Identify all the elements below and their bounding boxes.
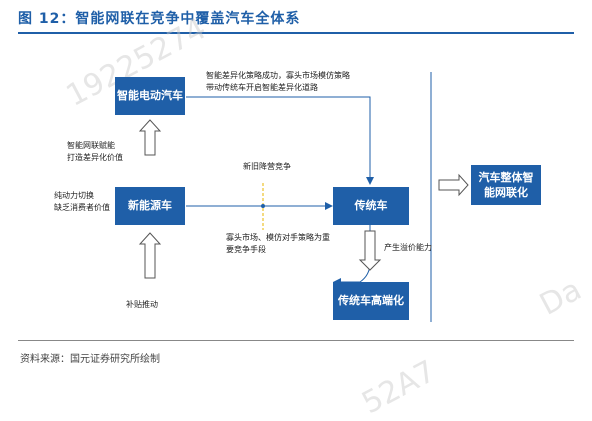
label-power-line2: 缺乏消费者价值	[54, 203, 110, 212]
label-subsidy: 补贴推动	[126, 300, 158, 309]
title-divider	[18, 32, 574, 34]
connector-ev-to-traditional	[186, 96, 374, 185]
source-divider	[18, 340, 574, 341]
label-empower: 智能网联赋能 打造差异化价值	[67, 140, 123, 164]
hollow-arrow-up-top	[138, 119, 162, 156]
hollow-arrow-up-bottom	[138, 232, 162, 279]
label-oligopoly-line2: 要竞争手段	[226, 245, 266, 254]
box-whole-car: 汽车整体智 能网联化	[471, 165, 541, 205]
source-note: 资料来源：国元证券研究所绘制	[20, 354, 160, 365]
label-power-line1: 纯动力切换	[54, 191, 94, 200]
label-diff-line1: 智能差异化策略成功，寡头市场模仿策略	[206, 71, 350, 80]
label-empower-line1: 智能网联赋能	[67, 141, 115, 150]
label-power-switch: 纯动力切换 缺乏消费者价值	[54, 190, 110, 214]
label-diff-strategy: 智能差异化策略成功，寡头市场模仿策略 带动传统车开启智能差异化道路	[206, 70, 350, 94]
box-traditional: 传统车	[333, 187, 409, 225]
competition-marker-dot	[261, 204, 265, 208]
label-empower-line2: 打造差异化价值	[67, 153, 123, 162]
label-premium: 产生溢价能力	[384, 243, 432, 252]
figure-title: 图 12：智能网联在竞争中覆盖汽车全体系	[18, 11, 301, 27]
box-whole-car-line1: 汽车整体智	[478, 170, 534, 184]
label-competition: 新旧降营竞争	[243, 162, 291, 171]
label-oligopoly: 寡头市场、模仿对手策略为重 要竞争手段	[226, 232, 330, 256]
hollow-arrow-right	[438, 173, 469, 197]
box-traditional-high: 传统车高端化	[333, 282, 409, 320]
hollow-arrow-down	[358, 230, 382, 271]
label-oligopoly-line1: 寡头市场、模仿对手策略为重	[226, 233, 330, 242]
box-smart-ev: 智能电动汽车	[115, 77, 185, 115]
box-nev: 新能源车	[115, 187, 185, 225]
label-diff-line2: 带动传统车开启智能差异化道路	[206, 83, 318, 92]
box-whole-car-line2: 能网联化	[484, 186, 528, 199]
